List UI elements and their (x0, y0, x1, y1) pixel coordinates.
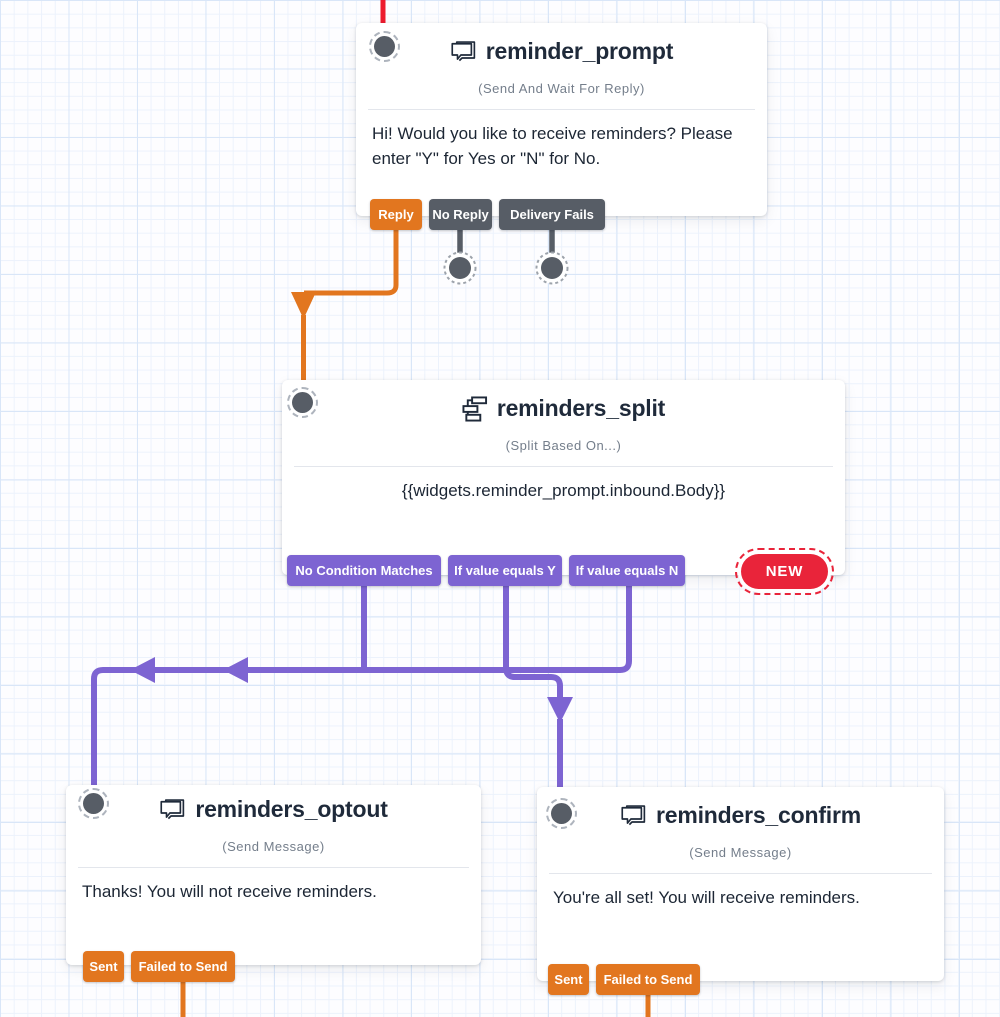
transition-failed-to-send[interactable]: Failed to Send (131, 951, 235, 982)
widget-divider (549, 873, 932, 874)
widget-type-label: (Split Based On...) (505, 438, 622, 453)
transition-delivery-fails[interactable]: Delivery Fails (499, 199, 605, 230)
widget-reminders-split[interactable]: reminders_split (Split Based On...) {{wi… (282, 380, 845, 595)
transition-if-value-equals-y[interactable]: If value equals Y (448, 555, 562, 586)
transition-no-condition-matches[interactable]: No Condition Matches (287, 555, 441, 586)
connector-endpoint (541, 257, 563, 279)
chat-bubbles-icon (159, 798, 186, 821)
widget-divider (368, 109, 755, 110)
transition-sent[interactable]: Sent (548, 964, 589, 995)
split-icon (462, 395, 488, 422)
transition-sent[interactable]: Sent (83, 951, 124, 982)
widget-divider (78, 867, 469, 868)
anchor-dot-core (292, 392, 313, 413)
widget-divider (294, 466, 833, 467)
anchor-dot-core (83, 793, 104, 814)
chat-bubbles-icon (450, 40, 477, 63)
transition-failed-to-send[interactable]: Failed to Send (596, 964, 700, 995)
anchor-dot-core (374, 36, 395, 57)
connector-reply-to-split[interactable] (291, 226, 399, 384)
widget-body-preview: You're all set! You will receive reminde… (553, 888, 860, 907)
widget-type-label: (Send And Wait For Reply) (478, 81, 645, 96)
widget-title: reminders_confirm (656, 802, 861, 828)
widget-title: reminders_split (496, 395, 666, 421)
widget-anchor-dot[interactable] (546, 798, 577, 829)
transition-if-value-equals-n[interactable]: If value equals N (569, 555, 685, 586)
connector-endpoint (449, 257, 471, 279)
widget-type-label: (Send Message) (689, 845, 792, 860)
chat-bubbles-icon (620, 804, 647, 827)
widget-title: reminders_optout (195, 796, 388, 822)
new-transition-badge[interactable]: NEW (735, 548, 834, 595)
widget-body-preview: Thanks! You will not receive reminders. (82, 882, 377, 901)
widget-type-label: (Send Message) (222, 839, 325, 854)
new-badge-label: NEW (741, 554, 828, 589)
widget-anchor-dot[interactable] (369, 31, 400, 62)
connector-valueY-to-confirm[interactable] (503, 582, 573, 789)
connector-deliveryfails-stub[interactable] (535, 226, 569, 285)
widget-reminder-prompt[interactable]: reminder_prompt (Send And Wait For Reply… (356, 23, 767, 230)
widget-reminders-optout[interactable]: reminders_optout (Send Message) Thanks! … (66, 785, 481, 982)
transition-reply[interactable]: Reply (370, 199, 422, 230)
widget-reminders-confirm[interactable]: reminders_confirm (Send Message) You're … (537, 787, 944, 995)
widget-anchor-dot[interactable] (78, 788, 109, 819)
widget-title: reminder_prompt (485, 38, 674, 64)
widget-body-preview: {{widgets.reminder_prompt.inbound.Body}} (401, 481, 726, 500)
connector-valueN-to-optout[interactable] (91, 582, 632, 787)
widget-body-preview: Hi! Would you like to receive reminders?… (372, 124, 733, 168)
transition-no-reply[interactable]: No Reply (429, 199, 492, 230)
anchor-dot-core (551, 803, 572, 824)
widget-anchor-dot[interactable] (287, 387, 318, 418)
connector-noreply-stub[interactable] (443, 226, 477, 285)
